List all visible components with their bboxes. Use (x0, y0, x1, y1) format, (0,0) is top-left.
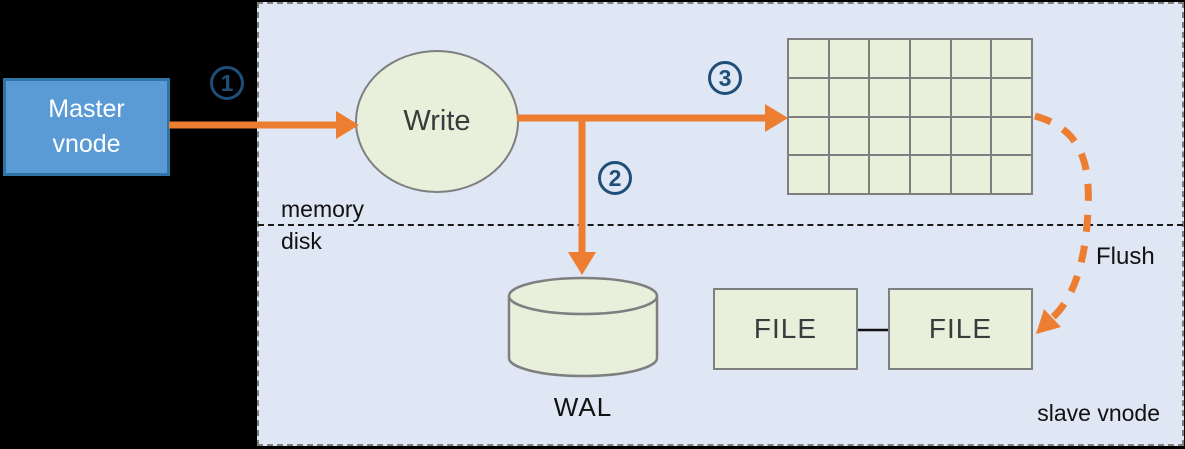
memtable-grid (787, 38, 1033, 195)
memtable-cell (789, 40, 828, 77)
write-node: Write (355, 50, 519, 193)
memtable-cell (992, 117, 1031, 155)
memtable-cell (829, 78, 869, 116)
memtable-cell (951, 117, 991, 155)
memtable-cell (789, 78, 828, 116)
memtable-cell (911, 40, 950, 77)
step-3-badge: 3 (708, 61, 742, 95)
memtable-cell (911, 117, 950, 155)
step-2-badge: 2 (598, 161, 632, 195)
file-box-2: FILE (888, 288, 1033, 370)
slave-vnode-label: slave vnode (1037, 400, 1160, 426)
memtable-cell (951, 40, 991, 77)
memory-disk-divider (258, 224, 1183, 226)
memtable-cell (829, 40, 869, 77)
file-box-1: FILE (713, 288, 858, 370)
memtable-cell (992, 156, 1031, 193)
memtable-cell (870, 117, 909, 155)
memory-label: memory (281, 196, 365, 222)
memtable-cell (789, 156, 828, 193)
memtable-cell (992, 78, 1031, 116)
memtable-cell (870, 40, 909, 77)
memtable-cell (870, 156, 909, 193)
wal-label: WAL (553, 392, 613, 422)
memtable-cell (992, 40, 1031, 77)
memtable-cell (951, 78, 991, 116)
flush-label: Flush (1096, 243, 1155, 270)
memtable-cell (789, 117, 828, 155)
step-1-badge: 1 (210, 66, 244, 100)
memtable-cell (870, 78, 909, 116)
memtable-cell (829, 117, 869, 155)
disk-label: disk (281, 228, 322, 254)
memtable-cell (911, 156, 950, 193)
memtable-cell (951, 156, 991, 193)
master-vnode-box: Master vnode (3, 78, 170, 176)
memtable-cell (911, 78, 950, 116)
memtable-cell (829, 156, 869, 193)
